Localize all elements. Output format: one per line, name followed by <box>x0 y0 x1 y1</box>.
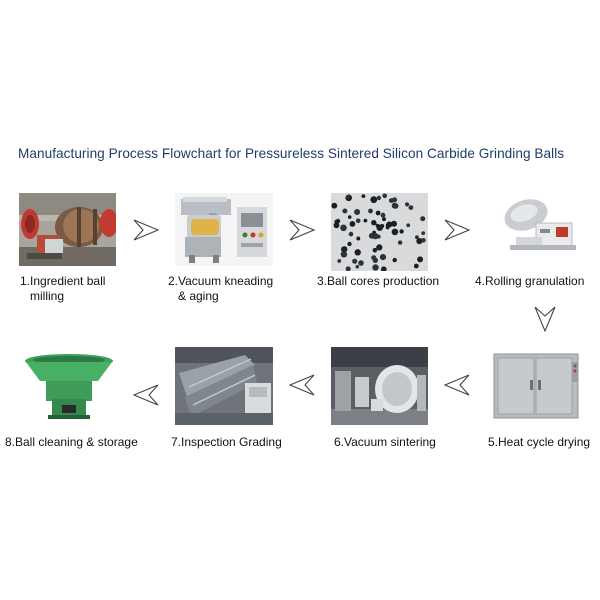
step-7-caption: 7.Inspection Grading <box>171 435 282 449</box>
arrow-right-3 <box>444 219 471 241</box>
step-4-caption: 4.Rolling granulation <box>475 274 585 288</box>
drying-oven-photo <box>490 352 583 422</box>
step-8-caption: 8.Ball cleaning & storage <box>5 435 138 449</box>
grading-screen-photo <box>175 347 273 425</box>
rolling-granulator-photo <box>496 193 580 254</box>
sintering-furnace-photo <box>331 347 428 425</box>
arrow-right-1 <box>133 219 160 241</box>
vibratory-cleaner-photo <box>22 351 116 422</box>
arrow-left-3 <box>132 384 159 406</box>
step-6-caption: 6.Vacuum sintering <box>334 435 436 449</box>
arrow-right-2 <box>289 219 316 241</box>
ball-mill-photo <box>19 193 116 266</box>
arrow-left-1 <box>443 374 470 396</box>
step-3-caption: 3.Ball cores production <box>317 274 440 288</box>
step-2-caption: 2.Vacuum kneading & aging <box>168 274 274 303</box>
ball-cores-photo <box>331 193 428 271</box>
step-1-caption: 1.Ingredient ball milling <box>20 274 106 303</box>
vacuum-kneader-photo <box>175 193 273 266</box>
arrow-left-2 <box>288 374 315 396</box>
arrow-down <box>534 306 556 333</box>
page-title: Manufacturing Process Flowchart for Pres… <box>18 146 565 161</box>
step-5-caption: 5.Heat cycle drying <box>488 435 591 449</box>
